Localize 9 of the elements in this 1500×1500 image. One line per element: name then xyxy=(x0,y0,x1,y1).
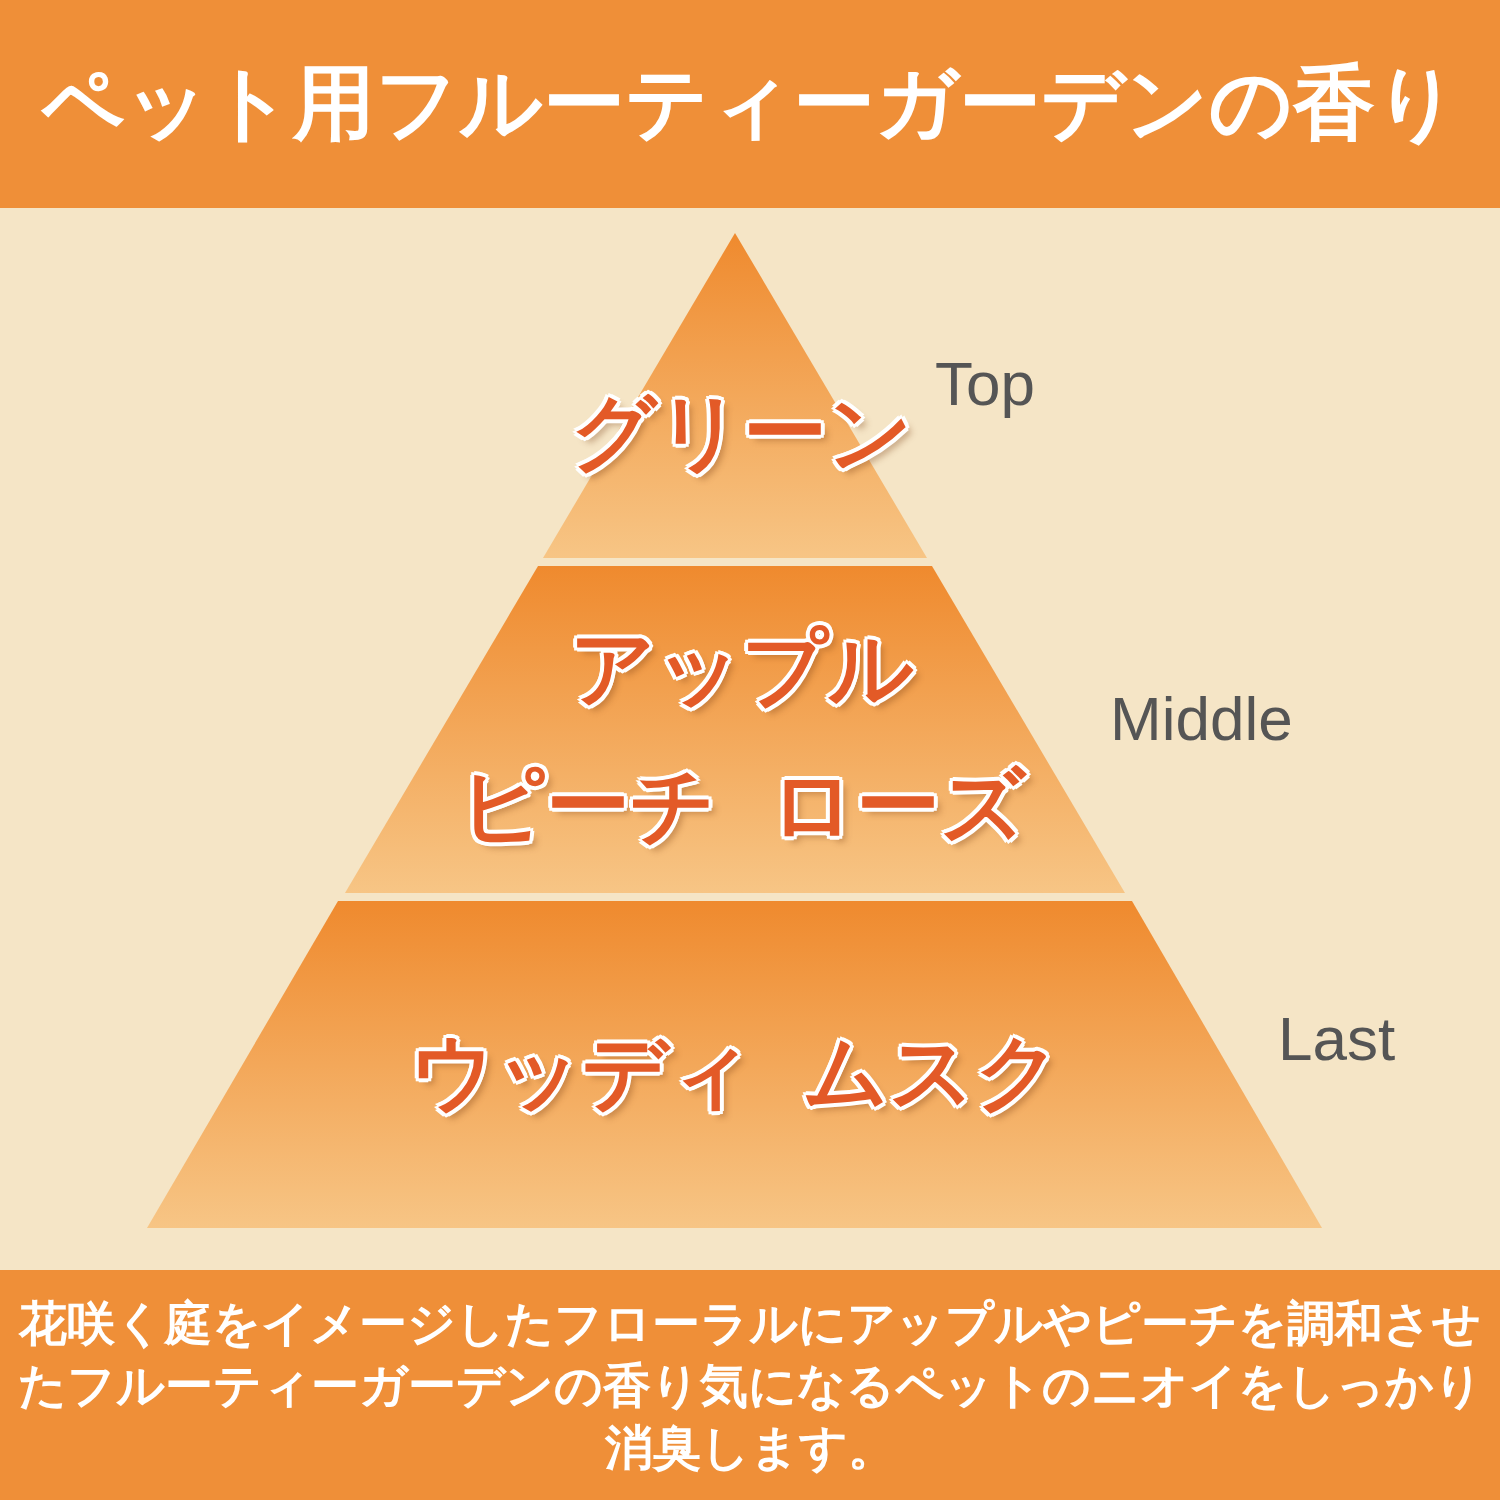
caption-text: 花咲く庭をイメージしたフローラルにアップルやピーチを調和させたフルーティーガーデンの香り気になるペットのニオイをしっかり消臭します。 xyxy=(16,1294,1484,1477)
tier-label: ムスク xyxy=(803,1030,1061,1114)
tier-label: ウッディ xyxy=(410,1030,754,1114)
tier-label: ローズ xyxy=(770,763,1026,847)
title-banner: ペット用フルーティーガーデンの香り xyxy=(0,0,1500,208)
tier-label: ピーチ xyxy=(460,763,716,847)
tier-name: Last xyxy=(1278,1008,1396,1070)
tier-name: Middle xyxy=(1110,688,1293,750)
tier-label: アップル xyxy=(570,626,914,710)
